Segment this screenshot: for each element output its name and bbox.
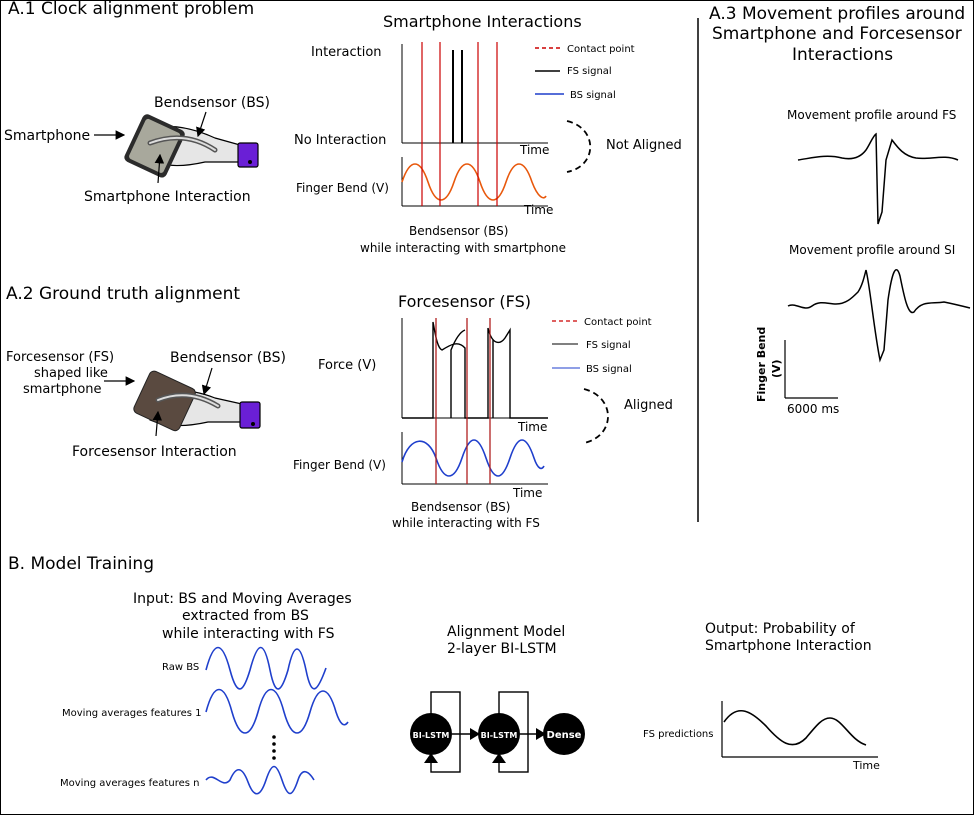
fs-signal-line bbox=[450, 329, 466, 418]
lstm-label-2: BI-LSTM bbox=[481, 731, 518, 740]
ma1-wave bbox=[205, 688, 349, 734]
dense-node bbox=[543, 713, 585, 755]
aligned-bracket bbox=[583, 388, 609, 444]
input-line3: while interacting with FS bbox=[162, 626, 335, 642]
b-title: B. Model Training bbox=[8, 554, 154, 574]
fs-signal-line bbox=[402, 321, 548, 419]
scale-ylabel-1: Finger Bend bbox=[755, 327, 768, 402]
a1-title: A.1 Clock alignment problem bbox=[8, 0, 254, 19]
bi-lstm-node-1 bbox=[410, 713, 452, 755]
label-bendsensor: Bendsensor (BS) bbox=[154, 95, 270, 111]
status-aligned: Aligned bbox=[624, 398, 673, 413]
label-smartphone: Smartphone bbox=[4, 128, 90, 144]
y-label-force: Force (V) bbox=[318, 358, 376, 373]
smartphone-icon bbox=[124, 114, 185, 178]
label-bendsensor: Bendsensor (BS) bbox=[170, 350, 286, 366]
caption-line1: Bendsensor (BS) bbox=[409, 224, 508, 238]
section-a3: A.3 Movement profiles around Smartphone … bbox=[709, 4, 971, 416]
legend-fs: FS signal bbox=[586, 340, 631, 351]
legend-contact: Contact point bbox=[584, 317, 652, 328]
label-forcesensor-interaction: Forcesensor Interaction bbox=[72, 444, 237, 460]
ellipsis-dot bbox=[272, 749, 276, 753]
bs-signal-line bbox=[401, 439, 545, 477]
raw-bs-wave bbox=[205, 646, 327, 690]
bs-x-label: Time bbox=[523, 203, 553, 217]
a3-title-line3: Interactions bbox=[792, 45, 893, 65]
not-aligned-bracket bbox=[566, 120, 591, 173]
fs-profile-line bbox=[797, 132, 959, 225]
caption-line1: Bendsensor (BS) bbox=[411, 500, 510, 514]
label-ma1: Moving averages features 1 bbox=[62, 708, 202, 719]
input-line2: extracted from BS bbox=[182, 608, 309, 624]
y-label-finger-bend: Finger Bend (V) bbox=[293, 458, 386, 472]
wrist-band bbox=[239, 401, 261, 429]
label-man: Moving averages features n bbox=[60, 778, 199, 789]
si-profile-line bbox=[787, 269, 971, 363]
model-line2: 2-layer BI-LSTM bbox=[447, 641, 557, 657]
bi-lstm-node-2 bbox=[478, 713, 520, 755]
bs-signal-line bbox=[401, 163, 547, 201]
section-a2: A.2 Ground truth alignment Forcesensor (… bbox=[6, 284, 286, 460]
y-label-interaction: Interaction bbox=[311, 45, 382, 60]
wrist-band bbox=[237, 142, 259, 168]
dense-label: Dense bbox=[547, 730, 582, 741]
a3-title-line2: Smartphone and Forcesensor bbox=[712, 24, 962, 44]
label-fs-profile: Movement profile around FS bbox=[787, 108, 956, 122]
lstm-label-1: BI-LSTM bbox=[413, 731, 450, 740]
y-label-no-interaction: No Interaction bbox=[294, 133, 386, 148]
legend-bs: BS signal bbox=[570, 90, 616, 101]
model-line1: Alignment Model bbox=[447, 624, 565, 640]
output-line2: Smartphone Interaction bbox=[705, 638, 872, 654]
label-fs-predictions: FS predictions bbox=[643, 729, 713, 740]
chart-forcesensor: Forcesensor (FS) Force (V) Time Finger B… bbox=[293, 292, 673, 530]
pred-x-label: Time bbox=[852, 759, 880, 772]
ellipsis-dot bbox=[272, 756, 276, 760]
label-forcesensor-3: smartphone bbox=[23, 382, 102, 397]
scale-xlabel: 6000 ms bbox=[787, 402, 839, 416]
section-a1: A.1 Clock alignment problem Smartphone B… bbox=[4, 0, 270, 205]
caption-line2: while interacting with smartphone bbox=[360, 241, 566, 255]
label-si-profile: Movement profile around SI bbox=[789, 243, 955, 257]
prediction-line bbox=[723, 709, 867, 746]
y-label-finger-bend: Finger Bend (V) bbox=[296, 181, 389, 195]
fs-x-label: Time bbox=[519, 143, 549, 157]
section-b: B. Model Training Input: BS and Moving A… bbox=[8, 554, 880, 795]
bs-x-label: Time bbox=[512, 486, 542, 500]
chart-title: Forcesensor (FS) bbox=[398, 292, 531, 311]
label-forcesensor-1: Forcesensor (FS) bbox=[6, 350, 114, 365]
forcesensor-icon bbox=[133, 370, 196, 432]
ellipsis-dot bbox=[272, 742, 276, 746]
chart-title: Smartphone Interactions bbox=[383, 12, 582, 31]
a2-title: A.2 Ground truth alignment bbox=[6, 284, 240, 304]
hand-smartphone-illustration bbox=[124, 114, 259, 178]
input-line1: Input: BS and Moving Averages bbox=[133, 591, 352, 607]
caption-line2: while interacting with FS bbox=[392, 516, 540, 530]
label-forcesensor-2: shaped like bbox=[34, 366, 108, 381]
man-wave bbox=[205, 765, 315, 795]
label-raw-bs: Raw BS bbox=[162, 662, 199, 673]
a3-title-line1: A.3 Movement profiles around bbox=[709, 4, 965, 24]
scale-ylabel-2: (V) bbox=[770, 359, 783, 378]
legend-fs: FS signal bbox=[567, 66, 612, 77]
legend-bs: BS signal bbox=[586, 364, 632, 375]
ellipsis-dot bbox=[272, 735, 276, 739]
chart-smartphone-interactions: Smartphone Interactions Interaction No I… bbox=[294, 12, 682, 255]
fs-x-label: Time bbox=[517, 420, 547, 434]
output-line1: Output: Probability of bbox=[705, 621, 856, 637]
status-not-aligned: Not Aligned bbox=[606, 138, 682, 153]
label-smartphone-interaction: Smartphone Interaction bbox=[84, 189, 251, 205]
hand-forcesensor-illustration bbox=[133, 370, 261, 432]
legend-contact: Contact point bbox=[567, 44, 635, 55]
